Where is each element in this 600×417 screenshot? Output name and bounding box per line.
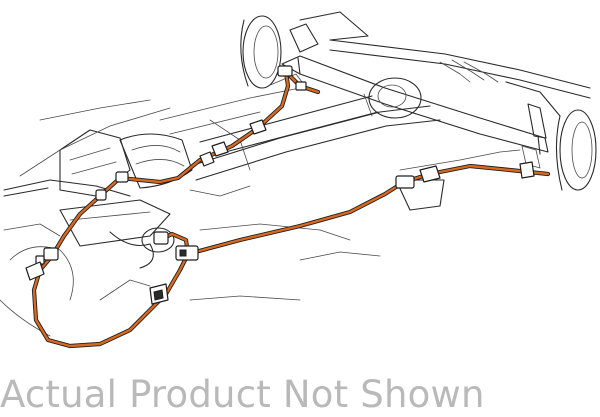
rear-right-tire-rim bbox=[571, 121, 593, 179]
junction-port bbox=[179, 249, 187, 257]
transmission-rib-2 bbox=[135, 159, 185, 167]
proportioning-valve bbox=[153, 231, 169, 245]
chassis-line-art bbox=[0, 11, 597, 337]
floor-line-4 bbox=[39, 99, 151, 121]
floor-line-7 bbox=[299, 251, 381, 261]
front-wheel-arc bbox=[9, 246, 74, 301]
axle-flange-left bbox=[297, 57, 301, 75]
driveshaft-top bbox=[199, 95, 373, 143]
equalizer-bracket bbox=[189, 185, 251, 197]
floor-line-6 bbox=[189, 295, 301, 301]
front-arm-lower-detail bbox=[99, 279, 151, 301]
tie-rod-lower bbox=[3, 187, 49, 197]
rear-right-tire bbox=[559, 109, 597, 191]
junction-block bbox=[175, 245, 199, 261]
brake-line-master-feed bbox=[49, 175, 123, 259]
front-left-hose bbox=[25, 261, 45, 281]
rear-hose-fitting bbox=[277, 65, 293, 77]
crossmember-rib bbox=[69, 211, 151, 221]
engine-block bbox=[59, 129, 131, 197]
transmission-rib-1 bbox=[131, 145, 181, 153]
rear-frame-kick bbox=[299, 11, 369, 41]
rear-frame-arch bbox=[505, 81, 561, 117]
rear-shock-left bbox=[289, 23, 319, 53]
rear-left-tire-rim bbox=[253, 25, 279, 79]
frame-clip-1 bbox=[249, 119, 267, 135]
front-lower-arm bbox=[109, 231, 154, 269]
steering-tie-rod bbox=[3, 179, 131, 197]
driveshaft-yoke bbox=[363, 93, 373, 117]
rear-right-hose bbox=[519, 161, 535, 179]
engine-detail-1 bbox=[69, 147, 111, 161]
fittings bbox=[25, 65, 535, 305]
rear-spring-seat-right bbox=[521, 145, 541, 169]
front-spindle bbox=[3, 223, 61, 237]
brake-line-rear-feed-core bbox=[118, 70, 290, 184]
rear-right-clip bbox=[419, 165, 441, 183]
engine-detail-2 bbox=[71, 161, 117, 175]
rear-right-fitting bbox=[395, 175, 415, 189]
watermark-text: Actual Product Not Shown bbox=[0, 373, 485, 416]
master-cylinder-fitting bbox=[43, 247, 59, 261]
front-crossmember bbox=[59, 199, 171, 247]
differential-cover bbox=[377, 84, 407, 108]
floor-line-3 bbox=[19, 107, 171, 177]
frame-hatch-3 bbox=[463, 61, 499, 83]
frame-hatch-1 bbox=[439, 61, 471, 83]
side-frame-rail-lower bbox=[195, 119, 441, 181]
floor-line-1 bbox=[159, 87, 301, 121]
frame-clip-3 bbox=[199, 151, 215, 167]
rear-axle-housing bbox=[281, 55, 549, 153]
brake-line-right-rear-core bbox=[186, 164, 550, 256]
differential bbox=[368, 77, 422, 119]
frame-hatch-2 bbox=[451, 59, 485, 81]
brake-line-front-loop-core bbox=[32, 252, 190, 348]
master-feed-clip bbox=[95, 189, 107, 201]
brake-line-master-feed-core bbox=[50, 176, 122, 258]
rear-right-tire-tread bbox=[555, 115, 563, 191]
brake-line-right-rear bbox=[185, 163, 551, 257]
transmission-case bbox=[119, 133, 193, 189]
rear-crossmember bbox=[399, 149, 521, 171]
rear-left-tire bbox=[242, 15, 282, 89]
front-hose-bracket-inner bbox=[153, 289, 164, 301]
rear-frame-rail-upper bbox=[329, 39, 591, 89]
rear-left-tire-tread bbox=[240, 19, 249, 87]
mid-clip bbox=[115, 171, 129, 183]
brake-lines bbox=[31, 69, 551, 349]
front-spring-pocket bbox=[141, 227, 175, 253]
side-frame-rail bbox=[189, 105, 431, 167]
rear-axle-tee bbox=[295, 81, 307, 91]
frame-clip-2 bbox=[211, 141, 229, 157]
rear-shock-right bbox=[527, 103, 547, 139]
axle-flange-right bbox=[537, 135, 541, 155]
